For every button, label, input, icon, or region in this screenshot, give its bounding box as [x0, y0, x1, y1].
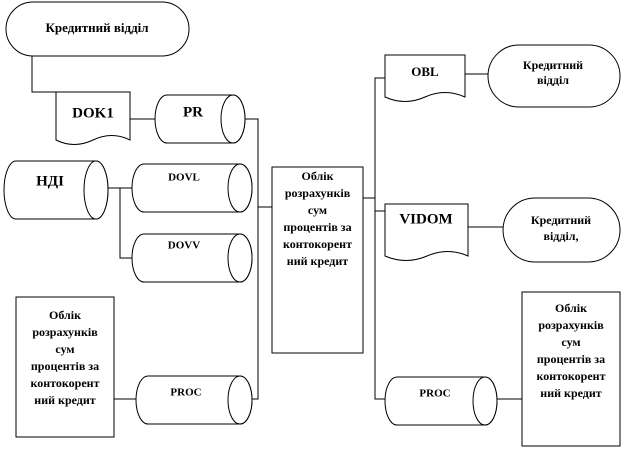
ndi-storage: НДІ	[3, 160, 109, 220]
dovv-storage: DOVV	[131, 233, 253, 283]
process-right-label: Облік розрахунків сум процентів за конто…	[536, 301, 606, 400]
connectors	[31, 56, 522, 400]
pr-label: PR	[183, 104, 203, 120]
vidom-document: VIDOM	[384, 203, 469, 261]
credit-dept-right1-label: Кредитний відділ	[522, 58, 584, 87]
credit-dept-right2-terminator	[502, 197, 621, 263]
credit-dept-right1-terminator	[487, 44, 621, 108]
process-left-label: Облік розрахунків сум процентів за конто…	[30, 308, 100, 407]
obl-label: OBL	[411, 64, 439, 79]
credit-dept-right2-label: Кредитний відділ,	[530, 213, 592, 243]
pr-storage: PR	[154, 94, 246, 144]
proc-left-storage: PROC	[135, 375, 253, 425]
proc-left-label: PROC	[170, 387, 201, 399]
obl-document: OBL	[384, 54, 466, 102]
credit-dept-top-label: Кредитний відділ	[45, 20, 148, 35]
dovl-label: DOVL	[168, 172, 200, 184]
process-center-box	[271, 166, 364, 354]
vidom-label: VIDOM	[399, 211, 452, 227]
dok1-label: DOK1	[72, 105, 114, 121]
ndi-label: НДІ	[36, 173, 64, 189]
process-left-box	[15, 296, 115, 438]
dok1-document: DOK1	[55, 91, 131, 145]
proc-right-label: PROC	[419, 388, 450, 400]
credit-dept-top-terminator: Кредитний відділ	[5, 1, 190, 57]
proc-right-storage: PROC	[384, 376, 498, 426]
process-right-box	[521, 291, 621, 447]
dovl-storage: DOVL	[131, 163, 253, 213]
dovv-label: DOVV	[168, 240, 200, 252]
process-center-label: Облік розрахунків сум процентів за конто…	[283, 169, 352, 268]
